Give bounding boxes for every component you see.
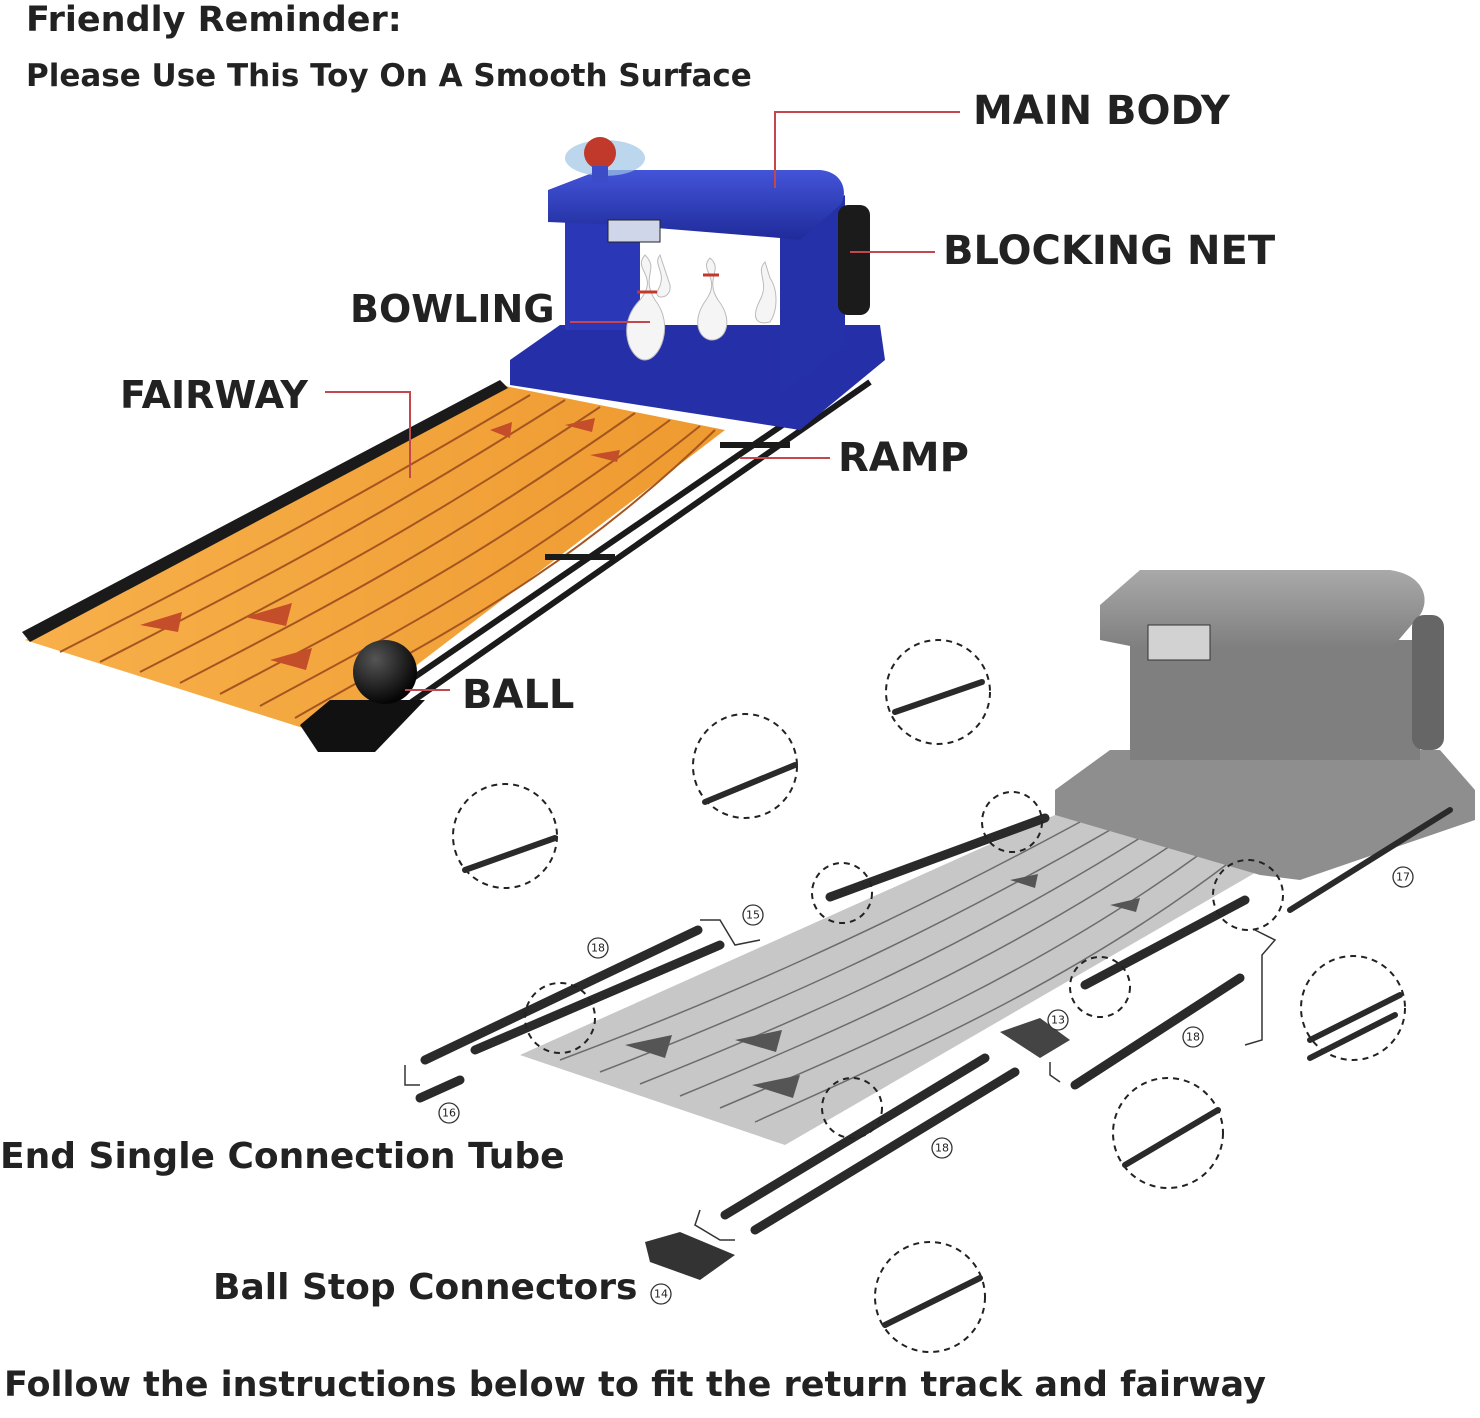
detail-callouts [452,639,1406,1353]
gray-main-body [1055,570,1475,880]
fairway-mat [25,385,725,735]
part-number-13: 13 [1051,1013,1065,1027]
label-ramp: RAMP [838,435,969,481]
part-number-18: 18 [1186,1030,1200,1044]
part-number-17: 17 [1396,870,1410,884]
end-tube-label: End Single Connection Tube [0,1136,565,1177]
left-gutter-rail [22,380,508,642]
part-number-18: 18 [935,1141,949,1155]
reminder-title: Friendly Reminder: [26,0,402,40]
ball-stop [300,700,425,752]
main-body [510,170,885,430]
bowling-ball [353,640,417,704]
label-bowling: BOWLING [350,287,555,331]
bowling-pins [626,253,777,361]
part-number-18: 18 [591,941,605,955]
label-main-body: MAIN BODY [973,88,1230,134]
ornament [565,137,645,182]
ball-stop-label: Ball Stop Connectors [213,1267,638,1308]
leader-lines [325,111,960,691]
label-fairway: FAIRWAY [120,373,308,417]
gray-ball-stop [645,1232,735,1280]
label-blocking-net: BLOCKING NET [943,228,1276,274]
part-number-markers [438,866,1414,1305]
reminder-note: Please Use This Toy On A Smooth Surface [26,58,752,94]
part-number-16: 16 [442,1106,456,1120]
part-number-14: 14 [654,1287,668,1301]
assembly-diagram [404,570,1475,1353]
gray-fairway [520,815,1260,1145]
label-ball: BALL [462,672,575,718]
return-ramp [328,369,872,748]
footer-instruction: Follow the instructions below to fit the… [4,1365,1266,1405]
color-bowling-set [22,137,885,752]
part-number-15: 15 [746,908,760,922]
blocking-net-shape [838,205,870,315]
